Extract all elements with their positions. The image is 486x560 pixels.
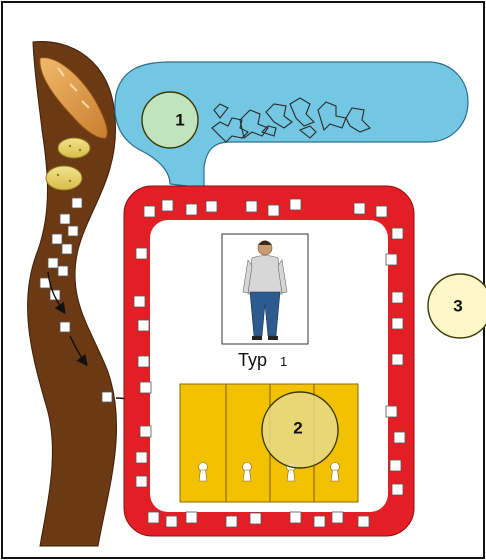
marker-3-label: 3	[453, 297, 462, 316]
marker-3: 3	[428, 274, 486, 338]
marker-1-label: 1	[175, 111, 184, 130]
marker-2: 2	[262, 392, 338, 468]
marker-2-label: 2	[293, 419, 302, 438]
type-caption: Typ 1	[228, 346, 310, 372]
marker-1: 1	[142, 92, 198, 148]
person-icon	[222, 234, 308, 344]
type-caption-number: 1	[280, 354, 287, 369]
type-caption-word: Typ	[238, 350, 267, 370]
